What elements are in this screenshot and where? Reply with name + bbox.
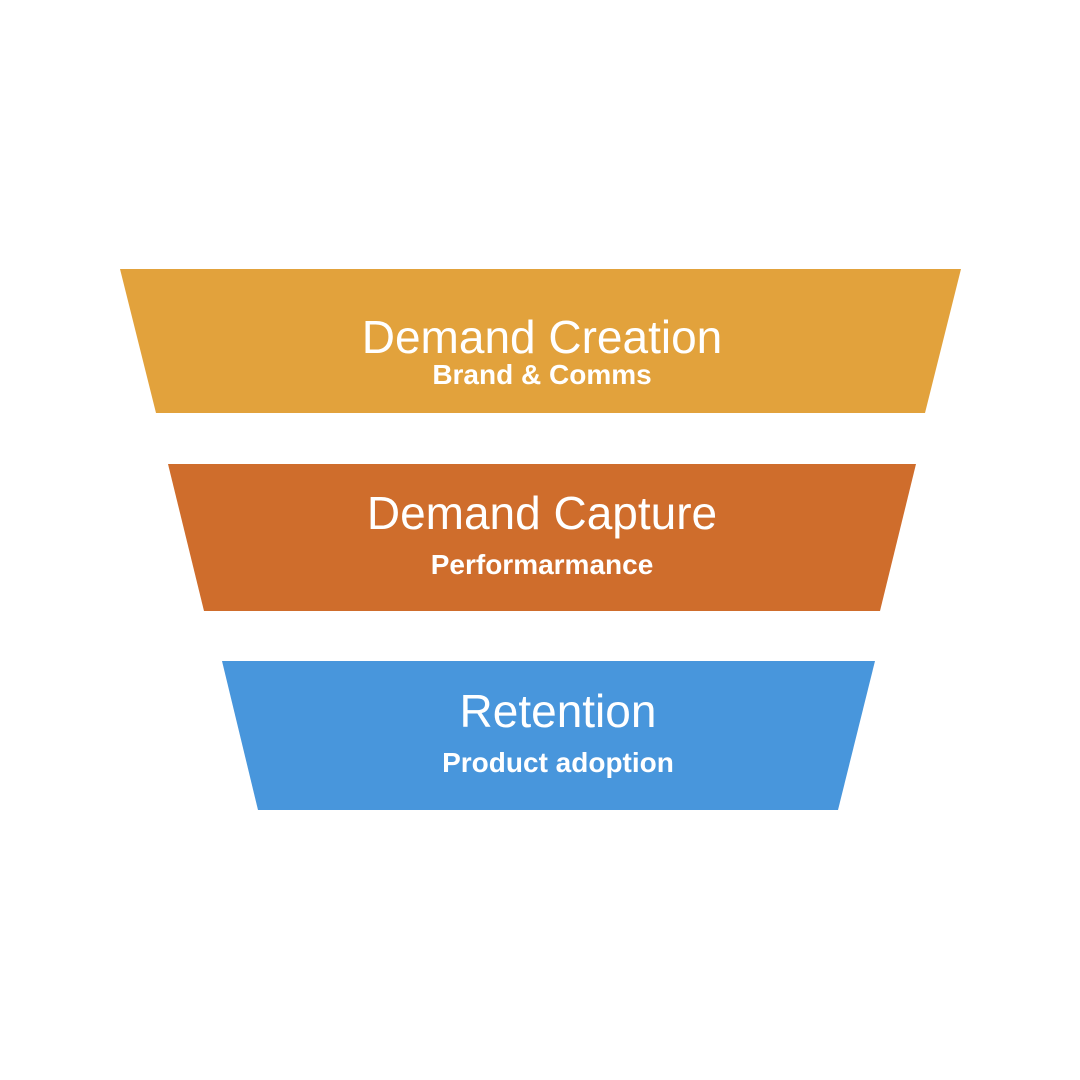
- funnel-stage-demand-creation: Demand Creation Brand & Comms: [120, 269, 961, 413]
- stage-shape-demand-creation: [120, 269, 961, 413]
- funnel-stage-demand-capture: Demand Capture Performarmance: [168, 464, 916, 611]
- stage-subtitle-brand-comms: Brand & Comms: [432, 359, 651, 390]
- funnel-stage-retention: Retention Product adoption: [222, 661, 875, 810]
- stage-title-demand-capture: Demand Capture: [367, 487, 717, 539]
- stage-title-demand-creation: Demand Creation: [362, 311, 723, 363]
- stage-subtitle-product-adoption: Product adoption: [442, 747, 674, 778]
- stage-shape-demand-capture: [168, 464, 916, 611]
- stage-subtitle-performance: Performarmance: [431, 549, 654, 580]
- stage-title-retention: Retention: [460, 685, 657, 737]
- stage-shape-retention: [222, 661, 875, 810]
